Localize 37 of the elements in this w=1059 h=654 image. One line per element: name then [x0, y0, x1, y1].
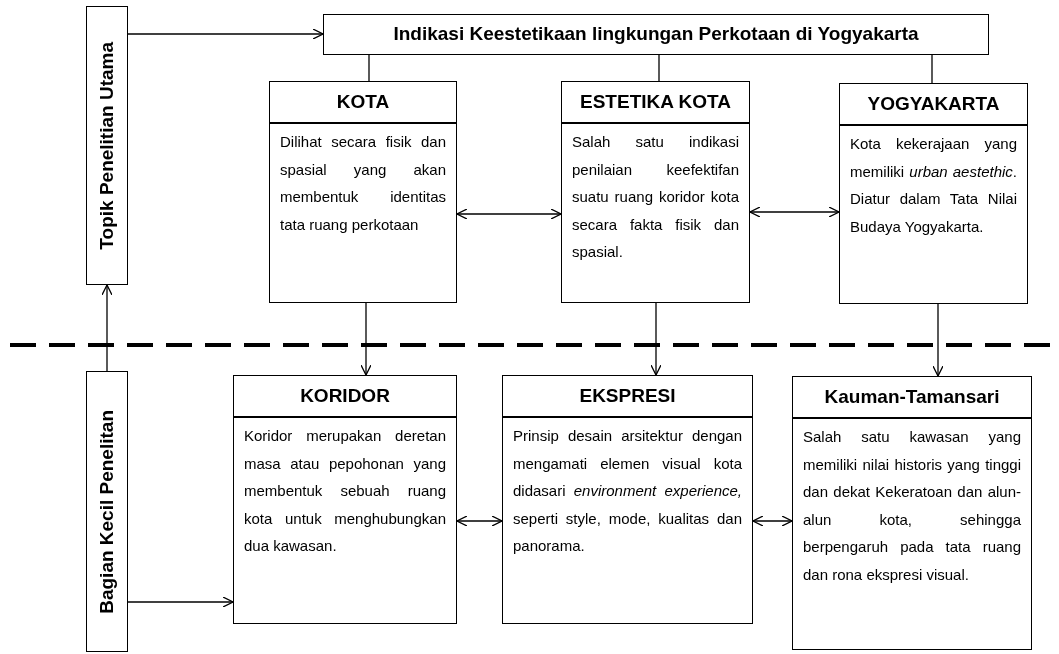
arrow: [127, 596, 234, 608]
box-heading: YOGYAKARTA: [840, 84, 1027, 126]
vertical-label: Bagian Kecil Penelitan: [94, 409, 118, 614]
arrow: [932, 303, 944, 377]
box-heading: KORIDOR: [234, 376, 456, 418]
box-description: Dilihat secara fisik dan spasial yang akan membentuk identitas tata ruang perkotaan: [280, 132, 446, 235]
connector-line: [658, 54, 660, 82]
heading-box: [323, 14, 989, 55]
connector-line: [368, 54, 370, 82]
box-description: Salah satu kawasan yang memiliki nilai historis yang tinggi dan dekat Kekeratoan dan alun-alun kota, sehingga berpengaruh pada tata ruang dan rona ekspresi visual.: [803, 427, 1021, 585]
box-heading: Kauman-Tamansari: [793, 377, 1031, 419]
process-box: [792, 376, 1032, 650]
arrow: [650, 302, 662, 376]
arrow: [127, 28, 324, 40]
vertical-label: Topik Penelitian Utama: [94, 41, 118, 250]
arrow: [749, 206, 840, 218]
label-box: [86, 371, 128, 652]
process-box: [502, 375, 753, 624]
box-heading: ESTETIKA KOTA: [562, 82, 749, 124]
box-description: Salah satu indikasi penilaian keefektifan suatu ruang koridor kota secara fakta fisik dan spasial.: [572, 132, 739, 262]
arrow: [752, 515, 793, 527]
process-box: [561, 81, 750, 303]
label-box: [86, 6, 128, 285]
box-description: Kota kekerajaan yang memiliki urban aestethic. Diatur dalam Tata Nilai Budaya Yogyakarta.: [850, 134, 1017, 237]
arrow: [360, 302, 372, 376]
process-box: [839, 83, 1028, 304]
box-description: Koridor merupakan deretan masa atau pepohonan yang membentuk sebuah ruang kota untuk menghubungkan dua kawasan.: [244, 426, 446, 556]
box-heading: KOTA: [270, 82, 456, 124]
box-heading: EKSPRESI: [503, 376, 752, 418]
connector-line: [931, 54, 933, 84]
box-description: Prinsip desain arsitektur dengan mengamati elemen visual kota didasari environment experience, seperti style, mode, kualitas dan panorama.: [513, 426, 742, 556]
diagram-heading: Indikasi Keestetikaan lingkungan Perkotaan di Yogyakarta: [393, 22, 919, 47]
arrow: [456, 208, 562, 220]
arrow: [456, 515, 503, 527]
arrow: [101, 284, 113, 372]
process-box: [233, 375, 457, 624]
process-box: [269, 81, 457, 303]
